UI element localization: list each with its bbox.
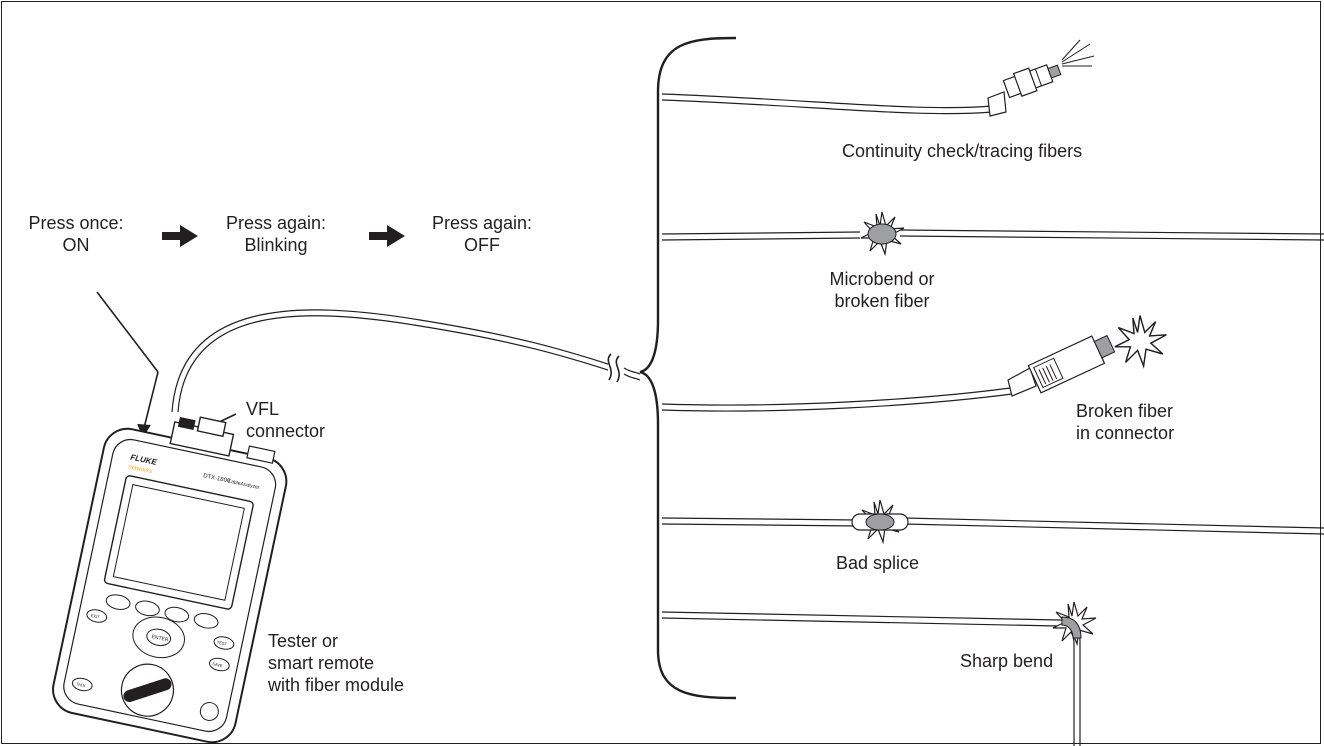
bad-splice-fiber — [661, 499, 1324, 543]
save-key-label: SAVE — [212, 661, 224, 668]
step-3-state: OFF — [464, 235, 500, 255]
microbend-fiber — [661, 211, 1324, 255]
button-pointer — [96, 291, 159, 438]
device-brand-sub: networks — [128, 464, 153, 475]
sequence-arrows — [162, 225, 405, 247]
broken-connector-fiber — [661, 314, 1168, 412]
continuity-fiber — [661, 39, 1095, 117]
step-2: Press again: Blinking — [216, 212, 336, 256]
step-2-title: Press again: — [225, 213, 327, 233]
step-3: Press again: OFF — [422, 212, 542, 256]
broken-connector-label-line-1: Broken fiber — [1076, 401, 1174, 421]
light-leak-icon — [1114, 314, 1168, 367]
tester-line-3: with fiber module — [268, 675, 405, 695]
sharp-bend-fiber — [661, 601, 1097, 746]
sharp-bend-label-line-1: Sharp bend — [960, 651, 1054, 671]
broken-connector-label: Broken fiber in connector — [1076, 400, 1174, 444]
bad-splice-label: Bad splice — [836, 552, 919, 574]
step-2-state: Blinking — [244, 235, 308, 255]
rotary-dial — [120, 663, 175, 717]
microbend-label: Microbend or broken fiber — [812, 268, 952, 312]
tester-label: Tester or smart remote with fiber module — [268, 630, 404, 696]
break-mark — [607, 353, 620, 383]
microbend-label-line-1: Microbend or — [829, 269, 935, 289]
patch-cord — [171, 309, 641, 413]
step-1-title: Press once: — [28, 213, 124, 233]
step-1-state: ON — [62, 235, 90, 255]
broken-connector-label-line-2: in connector — [1076, 423, 1175, 443]
device-model: DTX-1800 — [203, 473, 232, 485]
step-1: Press once: ON — [20, 212, 132, 256]
continuity-label-line-1: Continuity check/tracing fibers — [842, 141, 1083, 161]
continuity-label: Continuity check/tracing fibers — [842, 140, 1082, 162]
talk-key-label: TALK — [76, 681, 87, 688]
arrow-right-icon — [162, 225, 198, 247]
enter-key-label: ENTER — [151, 634, 169, 643]
vfl-connector-label: VFL connector — [246, 398, 325, 442]
tester-device: FLUKE networks DTX-1800 CableAnalyzer — [52, 416, 288, 744]
bad-splice-label-line-1: Bad splice — [836, 553, 920, 573]
vfl-line-2: connector — [246, 421, 326, 441]
step-3-title: Press again: — [431, 213, 533, 233]
test-key-label: TEST — [216, 640, 228, 647]
sharp-bend-label: Sharp bend — [960, 650, 1053, 672]
arrow-right-icon — [369, 225, 405, 247]
exit-key-label: EXIT — [90, 613, 100, 620]
vfl-line-1: VFL — [246, 399, 280, 419]
scenario-brace — [639, 36, 737, 700]
tester-line-1: Tester or — [268, 631, 339, 651]
tester-line-2: smart remote — [268, 653, 375, 673]
microbend-label-line-2: broken fiber — [834, 291, 930, 311]
